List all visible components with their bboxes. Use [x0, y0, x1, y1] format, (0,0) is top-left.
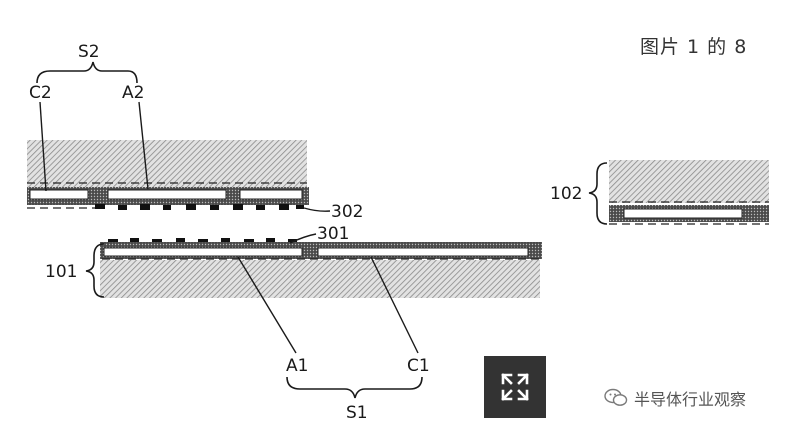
leader-c1 [370, 256, 419, 354]
watermark-text: 半导体行业观察 [634, 390, 747, 409]
leader-a1 [237, 256, 297, 354]
label-102: 102 [550, 184, 582, 204]
label-101: 101 [45, 262, 77, 282]
bottom-substrate [100, 238, 542, 298]
expand-arrows-icon [501, 373, 529, 401]
label-301: 301 [317, 224, 349, 244]
label-s2: S2 [78, 42, 100, 62]
brace-s1 [286, 376, 423, 399]
label-s1: S1 [346, 403, 368, 423]
expand-button[interactable] [484, 356, 546, 418]
brace-101 [85, 243, 105, 298]
leader-302 [303, 207, 331, 212]
brace-102 [588, 162, 608, 225]
label-c2: C2 [29, 83, 52, 103]
leader-c2 [39, 101, 47, 192]
label-302: 302 [331, 202, 363, 222]
bond-pads-302 [95, 204, 304, 210]
label-c1: C1 [407, 356, 430, 376]
image-counter: 图片 1 的 8 [640, 36, 748, 58]
watermark: 半导体行业观察 [604, 386, 746, 410]
wechat-icon [604, 388, 628, 406]
leader-301 [289, 233, 317, 244]
label-a2: A2 [122, 83, 144, 103]
label-a1: A1 [286, 356, 308, 376]
brace-s2 [36, 61, 138, 84]
substrate-102 [609, 160, 769, 225]
leader-a2 [138, 101, 149, 190]
top-substrate [27, 140, 309, 210]
